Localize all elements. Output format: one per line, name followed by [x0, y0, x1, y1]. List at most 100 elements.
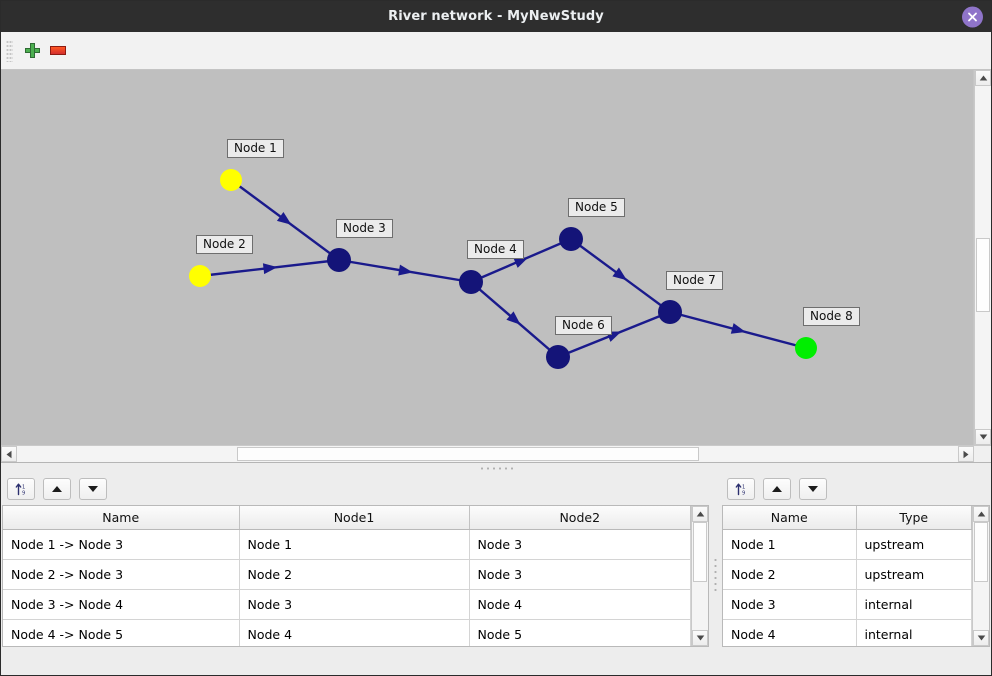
node-scroll-down-arrow-icon[interactable]	[973, 630, 989, 646]
node-scroll-up-arrow-icon[interactable]	[973, 506, 989, 522]
title-bar: River network - MyNewStudy	[1, 1, 991, 32]
table-cell[interactable]: Node 3	[239, 589, 470, 620]
window-title: River network - MyNewStudy	[388, 9, 604, 24]
table-cell[interactable]: Node 2	[723, 559, 857, 590]
scrollbar-corner	[974, 446, 991, 462]
graph-edge-arrow-icon	[276, 212, 292, 225]
graph-node[interactable]	[189, 265, 211, 287]
scroll-left-arrow-icon[interactable]	[1, 446, 17, 462]
table-cell[interactable]: Node 4	[469, 589, 691, 620]
graph-node[interactable]	[327, 248, 351, 272]
graph-edge-arrow-icon	[513, 257, 529, 268]
graph-node[interactable]	[546, 345, 570, 369]
graph-node[interactable]	[459, 270, 483, 294]
table-cell[interactable]: Node 3	[723, 589, 857, 620]
graph-node-label[interactable]: Node 3	[336, 219, 393, 238]
branch-panel-toolbar: 1 9	[1, 473, 710, 505]
table-cell[interactable]: upstream	[856, 529, 972, 560]
canvas-hscroll-track[interactable]	[17, 446, 958, 462]
table-cell[interactable]: upstream	[856, 559, 972, 590]
node-move-up-button[interactable]	[763, 478, 791, 500]
table-cell[interactable]: Node 1	[239, 529, 470, 560]
canvas-horizontal-scrollbar[interactable]	[1, 445, 991, 462]
node-vscroll-track[interactable]	[973, 522, 989, 630]
column-header[interactable]: Type	[856, 506, 972, 530]
graph-node[interactable]	[795, 337, 817, 359]
table-cell[interactable]: Node 2 -> Node 3	[3, 559, 240, 590]
plus-icon	[24, 43, 40, 58]
node-table-vertical-scrollbar[interactable]	[972, 506, 989, 646]
graph-node[interactable]	[220, 169, 242, 191]
table-cell[interactable]: Node 3	[469, 559, 691, 590]
table-cell[interactable]: Node 3	[469, 529, 691, 560]
branch-panel-footer	[1, 647, 710, 675]
table-cell[interactable]: internal	[856, 619, 972, 646]
graph-node-label[interactable]: Node 8	[803, 307, 860, 326]
branch-scroll-up-arrow-icon[interactable]	[692, 506, 708, 522]
graph-edge-arrow-icon	[398, 264, 413, 276]
column-header[interactable]: Name	[723, 506, 857, 530]
node-vscroll-thumb[interactable]	[974, 522, 988, 582]
branch-vscroll-thumb[interactable]	[693, 522, 707, 582]
column-header[interactable]: Node1	[239, 506, 470, 530]
column-header[interactable]: Node2	[469, 506, 691, 530]
toolbar-drag-handle[interactable]	[6, 39, 13, 62]
canvas-vertical-scrollbar[interactable]	[974, 70, 991, 445]
graph-node[interactable]	[559, 227, 583, 251]
horizontal-splitter-handle[interactable]	[710, 473, 721, 675]
remove-node-button[interactable]	[45, 38, 71, 64]
scroll-down-arrow-icon[interactable]	[975, 429, 991, 445]
table-cell[interactable]: Node 3 -> Node 4	[3, 589, 240, 620]
canvas-vscroll-track[interactable]	[975, 86, 991, 429]
add-node-button[interactable]	[19, 38, 45, 64]
graph-node[interactable]	[658, 300, 682, 324]
table-cell[interactable]: internal	[856, 589, 972, 620]
branch-table-vertical-scrollbar[interactable]	[691, 506, 708, 646]
graph-node-label[interactable]: Node 6	[555, 316, 612, 335]
graph-node-label[interactable]: Node 2	[196, 235, 253, 254]
graph-node-label[interactable]: Node 5	[568, 198, 625, 217]
table-cell[interactable]: Node 4	[239, 619, 470, 646]
node-sort-button[interactable]: 1 9	[727, 478, 755, 500]
table-cell[interactable]: Node 4	[723, 619, 857, 646]
graph-node-label[interactable]: Node 4	[467, 240, 524, 259]
graph-node-label[interactable]: Node 1	[227, 139, 284, 158]
branch-scroll-down-arrow-icon[interactable]	[692, 630, 708, 646]
column-header[interactable]: Name	[3, 506, 240, 530]
branch-move-up-button[interactable]	[43, 478, 71, 500]
scroll-up-arrow-icon[interactable]	[975, 70, 991, 86]
canvas-vscroll-thumb[interactable]	[976, 238, 990, 312]
network-canvas[interactable]: Node 1 Node 2 Node 3 Node 4 Node 5 Node 6 Node…	[1, 70, 974, 445]
table-cell[interactable]: Node 5	[469, 619, 691, 646]
table-cell[interactable]: Node 1	[723, 529, 857, 560]
table-cell[interactable]: Node 4 -> Node 5	[3, 619, 240, 646]
branch-sort-button[interactable]: 1 9	[7, 478, 35, 500]
minus-icon	[50, 46, 66, 55]
canvas-hscroll-thumb[interactable]	[237, 447, 699, 461]
svg-text:9: 9	[742, 491, 745, 496]
graph-node-label[interactable]: Node 7	[666, 271, 723, 290]
node-move-down-button[interactable]	[799, 478, 827, 500]
vertical-splitter-handle[interactable]	[1, 462, 991, 473]
splitter-grip-icon	[714, 557, 717, 591]
table-cell[interactable]: Node 1 -> Node 3	[3, 529, 240, 560]
close-icon[interactable]	[962, 6, 983, 27]
table-cell[interactable]: Node 2	[239, 559, 470, 590]
branch-vscroll-track[interactable]	[692, 522, 708, 630]
scroll-right-arrow-icon[interactable]	[958, 446, 974, 462]
branch-move-down-button[interactable]	[79, 478, 107, 500]
